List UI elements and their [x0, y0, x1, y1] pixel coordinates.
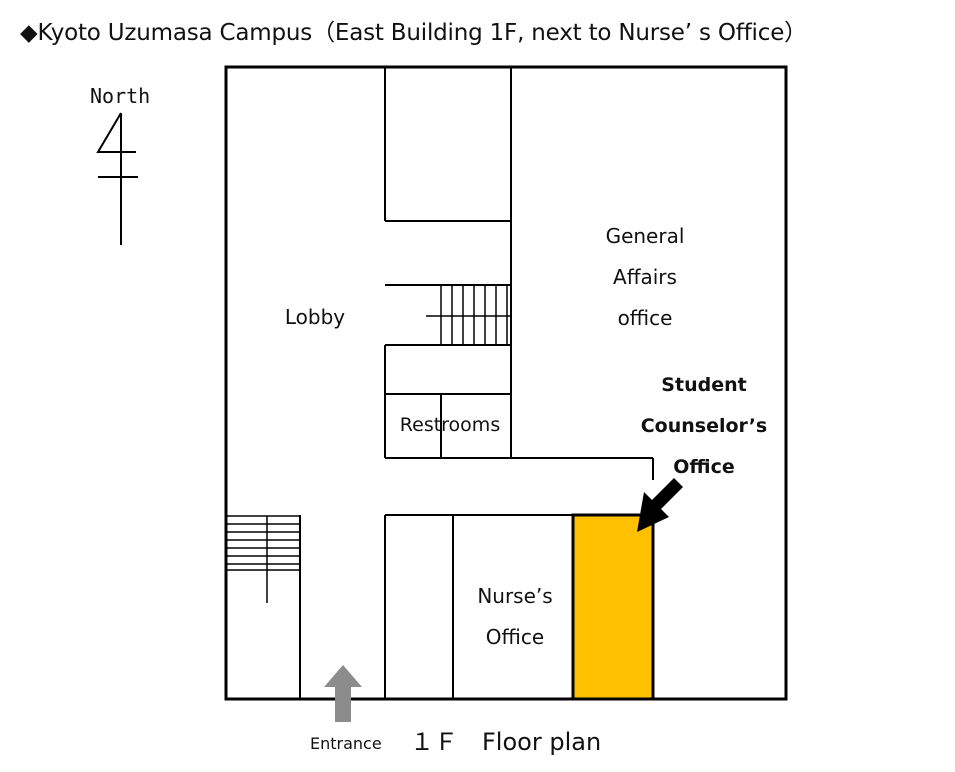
center-staircase	[426, 285, 511, 345]
entrance-label: Entrance	[310, 734, 382, 753]
restrooms-label: Restrooms	[399, 414, 501, 436]
arrow-up-icon	[324, 665, 362, 722]
building-outline	[224, 65, 788, 701]
floor-plan-caption: １Ｆ Floor plan	[410, 728, 602, 756]
nurse-office-label-2: Office	[485, 625, 545, 649]
lobby-label: Lobby	[284, 305, 346, 329]
west-staircase	[226, 515, 300, 603]
general-affairs-label-3: office	[617, 306, 673, 330]
arrow-pointer-icon	[637, 478, 683, 532]
general-affairs-label-2: Affairs	[613, 265, 677, 289]
north-label: North	[90, 84, 151, 108]
student-counselor-label-2: Counselor’s	[640, 415, 768, 437]
interior-walls	[299, 67, 654, 699]
page-title: ◆Kyoto Uzumasa Campus（East Building 1F, …	[20, 20, 807, 46]
north-compass-icon	[96, 112, 138, 245]
general-affairs-label-1: General	[605, 224, 685, 248]
student-counselor-label-1: Student	[661, 374, 747, 396]
nurse-office-label-1: Nurse’s	[477, 584, 553, 608]
student-counselor-label-3: Office	[673, 456, 735, 478]
student-counselor-room[interactable]	[571, 513, 655, 701]
